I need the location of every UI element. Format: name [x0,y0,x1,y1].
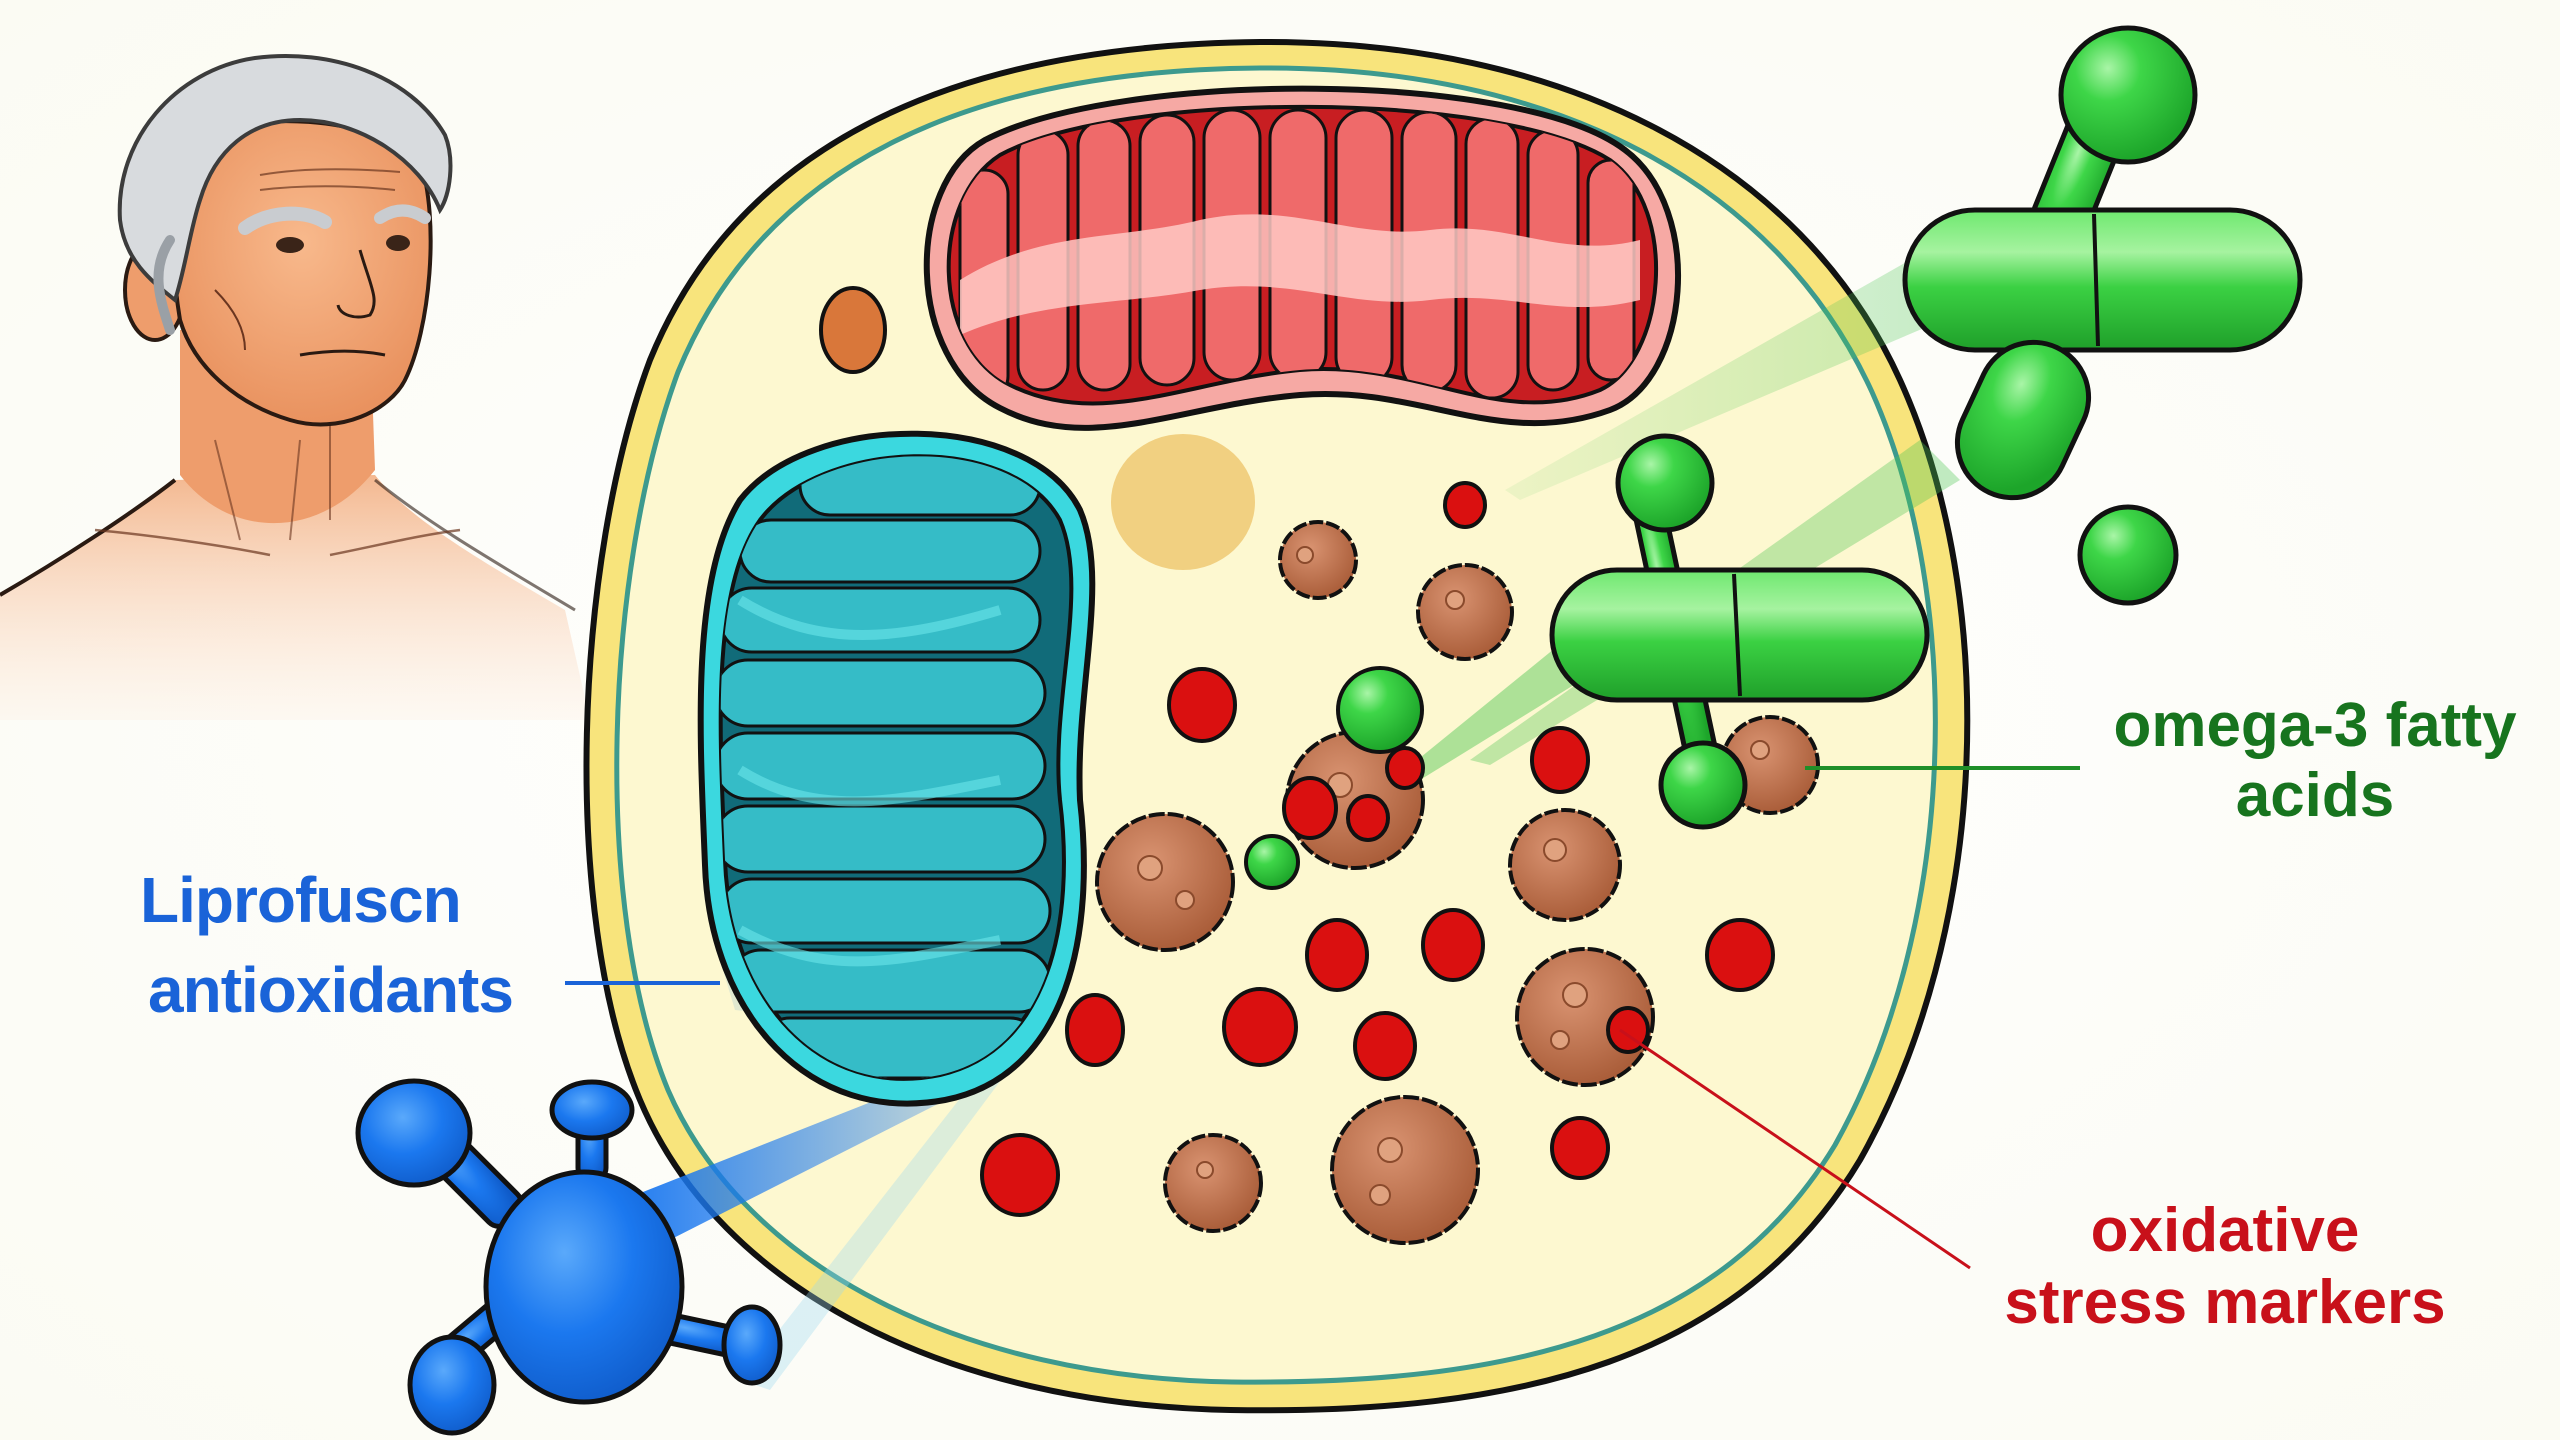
red-mitochondrion [923,85,1681,431]
oxidative-leader-line [1619,1028,1971,1270]
tan-blob [1111,434,1255,570]
green-molecule-inner [1244,666,1424,890]
omega3-molecule-large [1902,25,2303,606]
omega3-molecule-small [1549,433,1930,830]
label-antioxidants: antioxidants [148,954,514,1026]
label-omega3-line2: acids [2235,761,2395,830]
oxidative-stress-dots [980,481,1775,1217]
lipofuscin-granules [1095,520,1820,1245]
orange-vesicle [819,286,887,374]
label-oxidative-line2: stress markers [2004,1268,2446,1337]
label-omega3-line1: omega-3 fatty [2113,691,2517,760]
label-lipofuscin: Liprofuscn [140,864,462,936]
lipofuscin-spots [1137,546,1770,1206]
elderly-man-portrait [0,53,590,720]
label-oxidative-line1: oxidative [2090,1196,2360,1265]
antioxidant-molecule [355,1078,783,1436]
teal-mitochondrion [697,430,1096,1107]
